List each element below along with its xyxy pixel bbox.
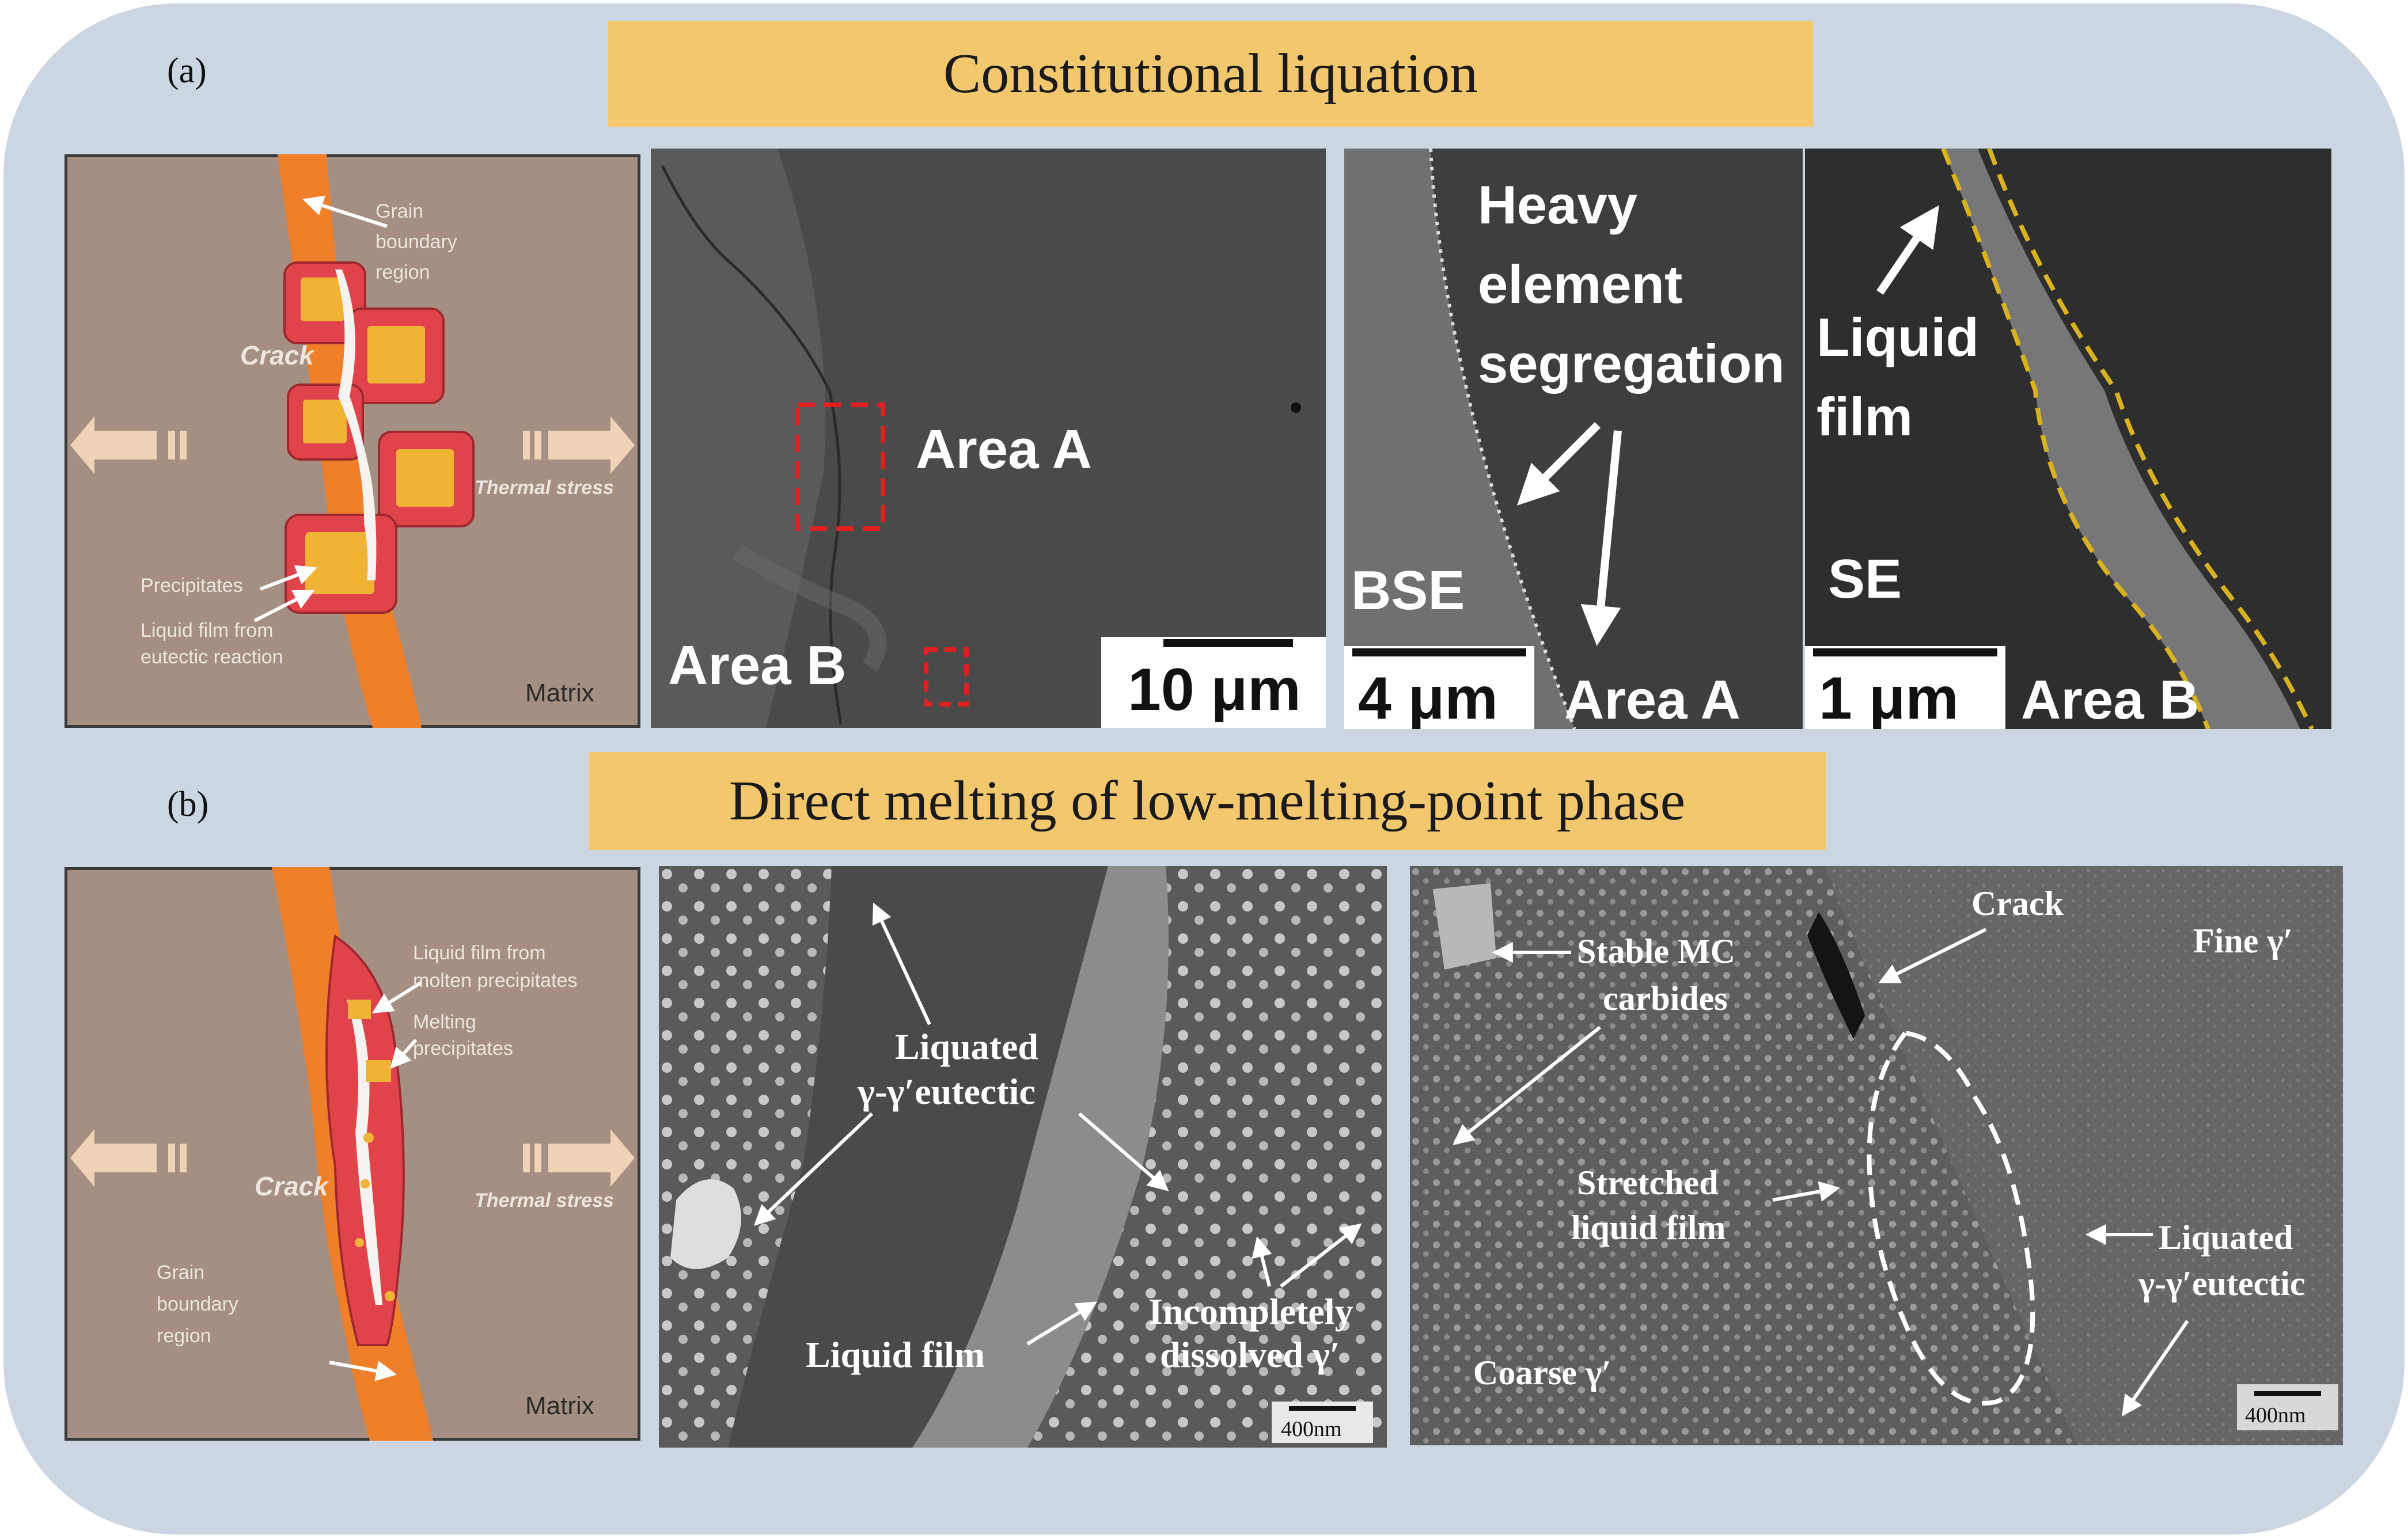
schematic-b-crack-label: Crack <box>255 1171 329 1201</box>
sem-b2-liquated-line2: γ-γ′eutectic <box>2138 1264 2305 1302</box>
sem-b2-crack-label: Crack <box>1971 884 2064 922</box>
sem-b2-scale-bar <box>2254 1391 2321 1396</box>
sem-b2-liquated-line1: Liquated <box>2159 1218 2293 1256</box>
schematic-a-crack-label: Crack <box>240 340 315 370</box>
schematic-a: Grain boundary region Crack Thermal stre… <box>65 154 640 728</box>
banner-constitutional-liquation: Constitutional liquation <box>608 21 1813 127</box>
sem-b1-liquated-line1: Liquated <box>895 1026 1038 1067</box>
schematic-b-liquid-film-line1: Liquid film from <box>413 942 546 964</box>
liquid-film-outline-inner <box>1941 149 2210 729</box>
liquid-film-outline-outer <box>1987 149 2314 729</box>
sem-a2-area-label: Area A <box>1564 669 1740 729</box>
schematic-b-matrix-label: Matrix <box>525 1392 594 1420</box>
sem-b2-stable-line2: carbides <box>1603 979 1728 1017</box>
sem-b1-scale-label: 400nm <box>1281 1417 1342 1441</box>
sem-a1-area-b-label: Area B <box>668 635 846 696</box>
sem-b2-coarse-label: Coarse γ′ <box>1473 1354 1611 1392</box>
sem-b2-stretched-line1: Stretched <box>1577 1164 1719 1202</box>
sem-a3-mode-label: SE <box>1828 548 1902 610</box>
sem-image-b2: Stable MC carbides Crack Fine γ′ Stretch… <box>1410 866 2343 1445</box>
schematic-a-thermal-stress-label: Thermal stress <box>475 477 614 499</box>
schematic-a-grain-boundary-line1: Grain <box>376 200 423 222</box>
schematic-b-melting-line2: precipitates <box>413 1038 513 1059</box>
sem-a2-scale-label: 4 μm <box>1358 665 1498 729</box>
panel-label-b: (b) <box>167 785 209 824</box>
banner-a-text: Constitutional liquation <box>943 43 1478 105</box>
schematic-a-matrix-label: Matrix <box>525 679 594 707</box>
schematic-b-grain-boundary-line2: boundary <box>157 1293 238 1315</box>
sem-a3-area-label: Area B <box>2021 669 2199 729</box>
sem-image-b1: Liquated γ-γ′eutectic Liquid film Incomp… <box>659 866 1387 1448</box>
sem-b1-incompletely-line1: Incompletely <box>1148 1291 1353 1332</box>
sem-a1-area-a-label: Area A <box>916 419 1092 480</box>
thermal-stress-arrow-right-b <box>548 1129 635 1187</box>
sem-image-a1: Area A Area B 10 μm <box>651 149 1326 728</box>
schematic-b-thermal-stress-label: Thermal stress <box>475 1190 614 1212</box>
thermal-stress-arrow-right <box>548 416 635 474</box>
banner-b-text: Direct melting of low-melting-point phas… <box>729 770 1686 832</box>
sem-a1-scale-box <box>1101 637 1326 728</box>
schematic-b-melting-line1: Melting <box>413 1011 476 1033</box>
schematic-b-grain-boundary-line3: region <box>157 1325 211 1347</box>
panel-label-a: (a) <box>167 51 207 90</box>
sem-a2-annotation-line3: segregation <box>1478 333 1785 394</box>
schematic-a-grain-boundary-line3: region <box>376 261 430 283</box>
sem-a2-scale-box <box>1344 646 1534 729</box>
sem-a1-scale-label: 10 μm <box>1128 656 1301 723</box>
sem-a3-scale-box <box>1805 646 2005 729</box>
schematic-a-liquid-film-line2: eutectic reaction <box>141 646 283 668</box>
sem-b1-liquated-line2: γ-γ′eutectic <box>857 1071 1036 1112</box>
sem-b2-scale-label: 400nm <box>2245 1403 2306 1427</box>
banner-direct-melting: Direct melting of low-melting-point phas… <box>589 752 1826 850</box>
sem-a1-scale-bar <box>1163 639 1293 647</box>
sem-a2-mode-label: BSE <box>1351 560 1465 621</box>
sem-a3-scale-bar <box>1813 648 1997 656</box>
crack-shape-b <box>347 1000 382 1305</box>
sem-a3-scale-label: 1 μm <box>1819 665 1959 729</box>
schematic-a-liquid-film-line1: Liquid film from <box>141 620 274 641</box>
sem-b2-stretched-line2: liquid film <box>1571 1209 1726 1247</box>
schematic-b-grain-boundary-line1: Grain <box>157 1262 204 1283</box>
sem-b1-scale-bar <box>1289 1406 1356 1411</box>
sem-a2-annotation-line1: Heavy <box>1478 174 1637 235</box>
crack-shape <box>335 269 377 580</box>
schematic-a-grain-boundary-line2: boundary <box>376 231 457 253</box>
area-b-marker <box>924 647 969 707</box>
sem-b2-fine-label: Fine γ′ <box>2193 922 2293 960</box>
sem-image-a2: Heavy element segregation BSE 4 μm Area … <box>1344 149 1803 729</box>
stretched-liquid-film-ellipse <box>1867 1030 2035 1406</box>
area-a-marker <box>795 402 885 531</box>
sem-a3-annotation-line2: film <box>1817 386 1913 447</box>
sem-a2-scale-bar <box>1352 648 1526 656</box>
schematic-b-liquid-film-line2: molten precipitates <box>413 970 577 992</box>
sem-a2-annotation-line2: element <box>1478 254 1682 314</box>
precipitate-with-liquid-halo <box>283 261 475 614</box>
sem-b1-incompletely-line2: dissolved γ′ <box>1160 1334 1340 1375</box>
sem-b2-stable-line1: Stable MC <box>1577 932 1735 970</box>
schematic-b: Liquid film from molten precipitates Mel… <box>65 867 640 1441</box>
sem-a3-annotation-line1: Liquid <box>1817 307 1979 367</box>
sem-b1-liquid-film-label: Liquid film <box>806 1334 985 1375</box>
thermal-stress-arrow-left-b <box>70 1129 157 1187</box>
thermal-stress-arrow-left <box>70 416 157 474</box>
schematic-a-precipitates-label: Precipitates <box>141 575 243 597</box>
sem-image-a3: Liquid film SE 1 μm Area B <box>1805 149 2331 729</box>
